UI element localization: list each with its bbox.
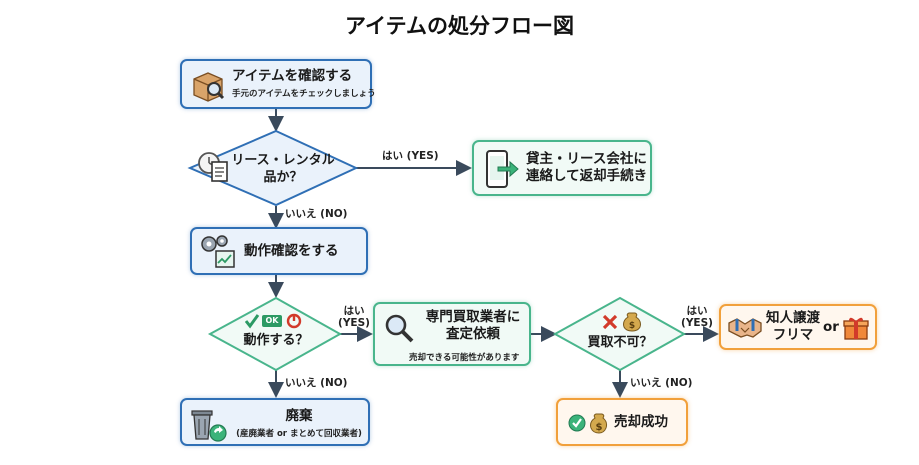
give-line1: 知人譲渡 — [766, 310, 820, 326]
svg-text:$: $ — [596, 422, 603, 433]
give-box: 知人譲渡 フリマ or — [719, 304, 877, 350]
check-moneybag-icon: $ — [568, 413, 608, 434]
edge-label-works-yes-2: (YES) — [338, 317, 370, 329]
operation-label: 動作確認をする — [244, 243, 339, 259]
lease-decision-line2: 品か？ — [263, 170, 303, 185]
works-decision-shape — [207, 296, 343, 372]
return-box: 貸主・リース会社に 連絡して返却手続き — [472, 140, 652, 196]
box-magnifier-icon — [193, 72, 225, 102]
buyer-line1: 専門買取業者に — [425, 309, 521, 325]
lease-decision-label: リース・レンタル 品か？ — [228, 152, 338, 186]
dispose-label: 廃棄 — [285, 408, 313, 424]
trash-recycle-icon — [191, 410, 227, 442]
edge-label-cannot-yes-1: はい — [686, 305, 708, 317]
buyer-box: 専門買取業者に 査定依頼 売却できる可能性があります — [373, 302, 531, 366]
check-item-box: アイテムを確認する 手元のアイテムをチェックしましょう — [180, 59, 376, 109]
magnifier-icon — [385, 314, 414, 343]
phone-return-icon — [486, 150, 519, 188]
check-ok-power-icon: OK — [244, 313, 305, 329]
check-item-label: アイテムを確認する — [232, 68, 353, 84]
edge-label-cannot-yes: はい (YES) — [681, 305, 713, 329]
edge-label-lease-yes: はい (YES) — [382, 150, 439, 162]
give-or: or — [823, 319, 839, 335]
works-decision-label: 動作する？ — [243, 333, 309, 348]
dispose-box: 廃棄 (産廃業者 or まとめて回収業者) — [180, 398, 370, 446]
clock-document-icon — [198, 152, 228, 182]
cross-moneybag-icon: $ — [602, 312, 641, 332]
svg-text:$: $ — [629, 321, 635, 331]
page-title: アイテムの処分フロー図 — [345, 14, 574, 38]
cannot-decision-shape — [552, 296, 687, 372]
edge-label-works-yes: はい (YES) — [338, 305, 370, 329]
edge-label-works-yes-1: はい — [343, 305, 365, 317]
handshake-icon — [728, 318, 762, 338]
return-line2: 連絡して返却手続き — [526, 168, 648, 184]
lease-decision-line1: リース・レンタル — [231, 153, 335, 168]
buyer-sub: 売却できる可能性があります — [409, 353, 520, 363]
dispose-sub: (産廃業者 or まとめて回収業者) — [236, 429, 362, 439]
sold-box: $ 売却成功 — [556, 398, 688, 446]
edge-label-works-no: いいえ (NO) — [285, 377, 348, 389]
check-item-sub: 手元のアイテムをチェックしましょう — [232, 89, 376, 99]
ok-badge-text: OK — [265, 316, 279, 325]
gears-monitor-icon — [201, 235, 235, 268]
cannot-decision-label: 買取不可？ — [587, 335, 653, 350]
sold-label: 売却成功 — [614, 414, 668, 430]
operation-box: 動作確認をする — [190, 227, 368, 275]
gift-icon — [843, 317, 869, 340]
return-line1: 貸主・リース会社に — [526, 151, 647, 167]
edge-label-lease-no: いいえ (NO) — [285, 208, 348, 220]
buyer-line2: 査定依頼 — [446, 326, 500, 342]
lease-decision-shape — [187, 129, 359, 207]
edge-label-cannot-no: いいえ (NO) — [630, 377, 693, 389]
give-line2: フリマ — [772, 327, 814, 343]
edge-label-cannot-yes-2: (YES) — [681, 317, 713, 329]
